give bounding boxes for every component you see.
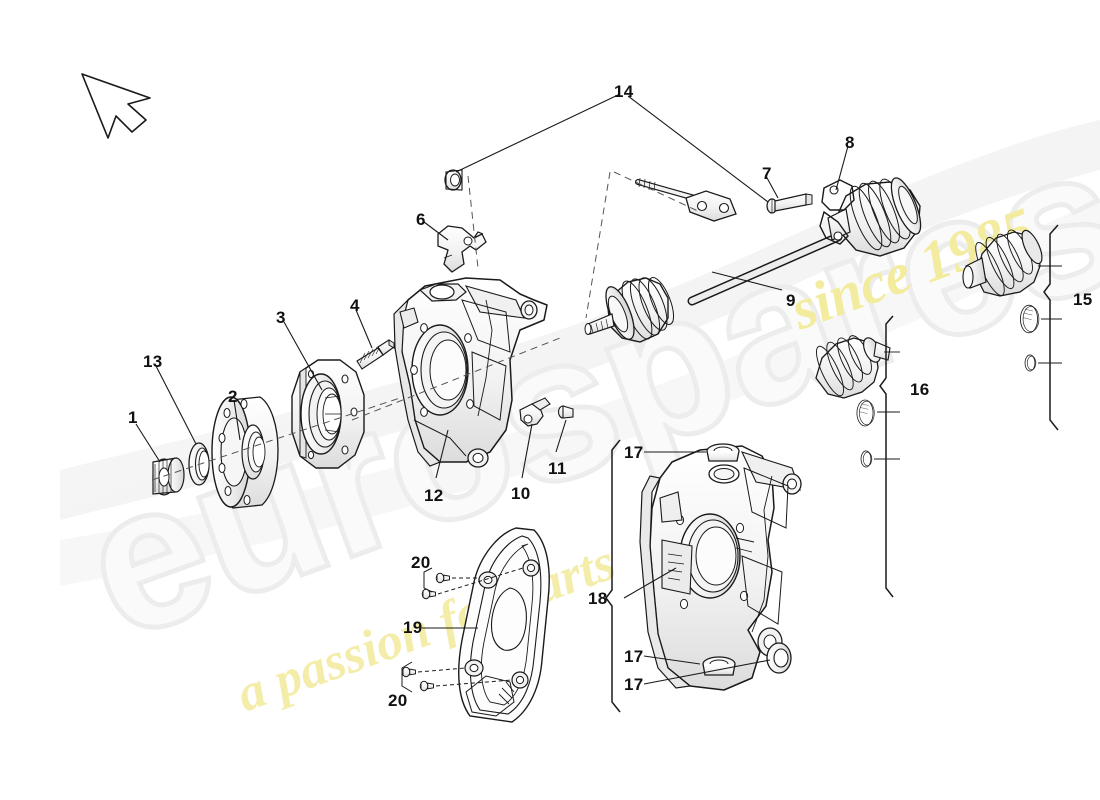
leader-lines (135, 93, 849, 685)
watermark-layer: eurospares eurospares a passion for part… (55, 99, 1100, 723)
callout-17-bottom: 17 (624, 647, 644, 666)
part-8-inner-cv-joint (819, 177, 922, 257)
assembly-axis-lines (151, 171, 701, 481)
callout-17-right: 17 (624, 675, 644, 694)
callout-4: 4 (350, 296, 360, 315)
callout-14: 14 (614, 82, 634, 101)
boot-bellows-15 (962, 229, 1043, 297)
part-19-brake-heat-shield (458, 527, 550, 723)
part-9-outer-cv-joint (584, 277, 675, 343)
callout-2: 2 (228, 387, 238, 406)
callout-7: 7 (762, 164, 772, 183)
clamp-small-15 (1024, 354, 1037, 372)
callout-1: 1 (128, 408, 138, 427)
part-9-drive-shaft (687, 232, 843, 306)
callout-13: 13 (143, 352, 163, 371)
part-12-wheel-carrier-knuckle (393, 277, 548, 468)
callout-3: 3 (276, 308, 286, 327)
part-3-wheel-bearing-housing (291, 359, 365, 469)
part-7-socket-bolt (766, 193, 813, 214)
part-1-collar-nut (152, 457, 185, 496)
callout-15: 15 (1073, 290, 1093, 309)
part-6-sensor-bracket-clip (437, 225, 487, 273)
part-11-sensor-bolt (557, 405, 574, 419)
callout-18: 18 (588, 589, 608, 608)
part-2-wheel-hub-flange (211, 396, 279, 509)
callout-20-top: 20 (411, 553, 431, 572)
part-20-heat-shield-bolts (401, 567, 524, 693)
callout-9: 9 (786, 291, 796, 310)
clamp-small-16 (860, 450, 873, 468)
callout-6: 6 (416, 210, 426, 229)
callout-11: 11 (548, 459, 567, 478)
part-17-bushing-top (706, 443, 740, 462)
part-17-bushing-right (766, 642, 792, 674)
group-bracket-18 (605, 439, 621, 713)
part-18-hub-carrier-assembly (639, 445, 802, 691)
part-14-through-bolt (635, 177, 737, 222)
callout-12: 12 (424, 486, 444, 505)
direction-arrow-icon (81, 73, 151, 139)
callout-16: 16 (910, 380, 930, 399)
callout-8: 8 (845, 133, 855, 152)
part-10-abs-sensor (519, 397, 551, 427)
part-4-hex-bolt (356, 339, 395, 370)
callout-20-bottom: 20 (388, 691, 408, 710)
callout-19: 19 (403, 618, 423, 637)
part-17-bushing-bottom (702, 656, 736, 676)
part-15-outer-boot-kit (962, 224, 1062, 431)
callout-10: 10 (511, 484, 531, 503)
callout-17-top: 17 (624, 443, 644, 462)
part-16-inner-boot-kit (815, 315, 900, 598)
part-14-bush-sleeve (444, 169, 463, 191)
